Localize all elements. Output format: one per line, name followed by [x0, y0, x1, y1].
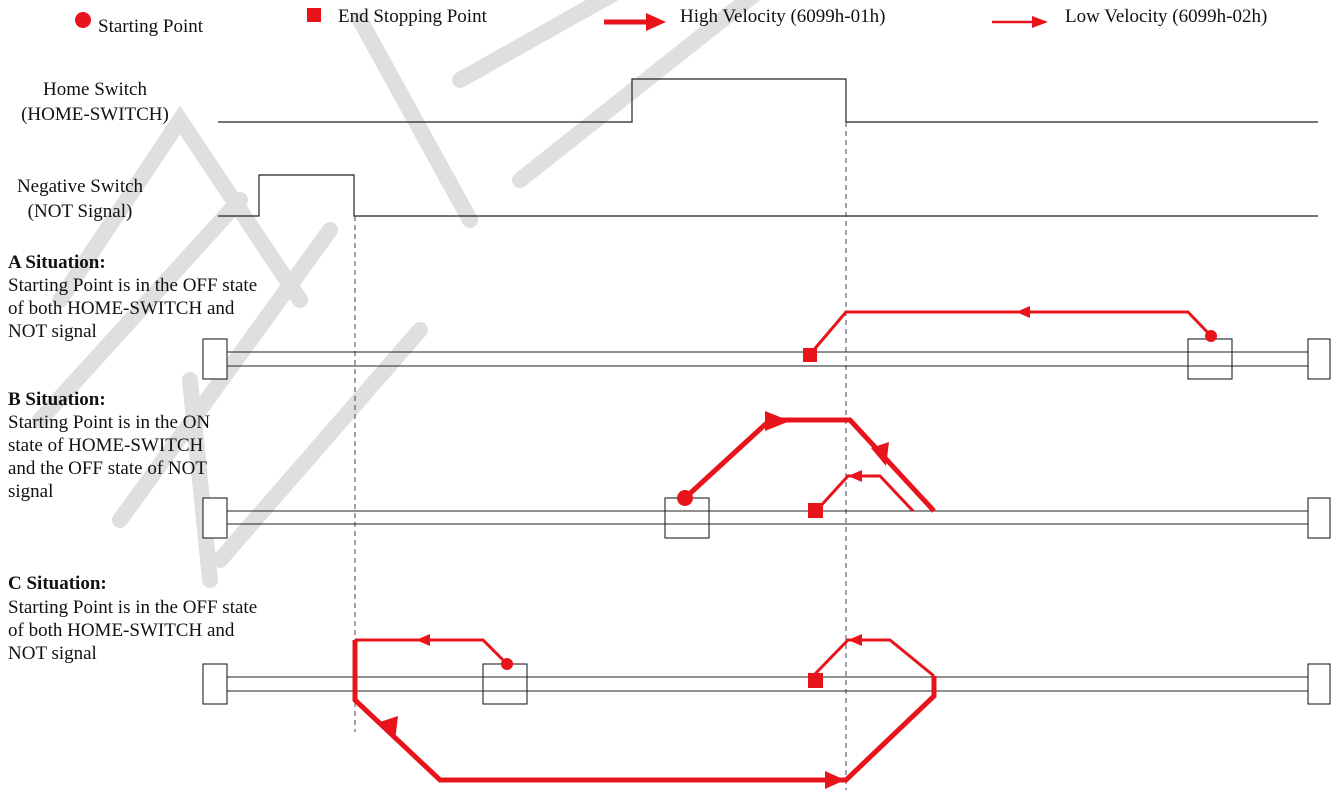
legend-high-arrowhead [646, 13, 666, 31]
path-a [803, 306, 1217, 362]
negative-switch-signal [218, 174, 1318, 217]
track-b [202, 497, 1331, 539]
track-c [202, 663, 1331, 705]
situation-a-desc-2: of both HOME-SWITCH and [8, 298, 235, 319]
home-switch-signal [218, 78, 1318, 123]
track-a [202, 338, 1331, 380]
situation-b-desc-2: state of HOME-SWITCH [8, 435, 204, 456]
situation-c-title: C Situation: [8, 573, 107, 594]
legend-end-label: End Stopping Point [338, 6, 487, 27]
legend-high-label: High Velocity (6099h-01h) [680, 6, 886, 27]
home-switch-label-2: (HOME-SWITCH) [21, 104, 169, 125]
situation-a-desc-3: NOT signal [8, 321, 97, 342]
negative-switch-label-2: (NOT Signal) [27, 201, 133, 222]
situation-b-desc-4: signal [8, 481, 54, 502]
situation-b-desc-1: Starting Point is in the ON [8, 412, 211, 433]
negative-switch-label-1: Negative Switch [16, 176, 144, 197]
situation-c-desc-2: of both HOME-SWITCH and [8, 620, 235, 641]
legend-start-dot [75, 12, 91, 28]
home-switch-label-1: Home Switch [43, 79, 147, 100]
situation-a-desc-1: Starting Point is in the OFF state [8, 275, 258, 296]
situation-c-desc-3: NOT signal [8, 643, 97, 664]
situation-b-desc-3: and the OFF state of NOT [8, 458, 207, 479]
legend-end-square [307, 8, 321, 22]
legend-start-label: Starting Point [98, 16, 204, 37]
legend-low-label: Low Velocity (6099h-02h) [1065, 6, 1268, 27]
legend-low-arrowhead [1032, 16, 1048, 28]
situation-c-desc-1: Starting Point is in the OFF state [8, 597, 258, 618]
situation-a-title: A Situation: [8, 252, 106, 273]
path-b [677, 411, 936, 518]
path-c [352, 634, 937, 789]
situation-b-title: B Situation: [8, 389, 106, 410]
